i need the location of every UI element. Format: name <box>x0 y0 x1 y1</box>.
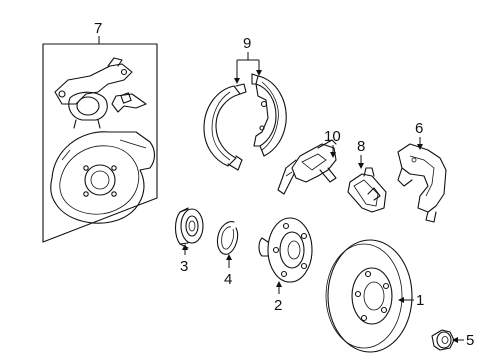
callout-2: 2 <box>274 281 282 314</box>
callout-9-label: 9 <box>243 35 251 52</box>
callout-1: 1 <box>398 292 424 309</box>
callout-5: 5 <box>452 332 474 349</box>
callout-2-label: 2 <box>274 297 282 314</box>
part-4-snap-ring[interactable] <box>216 221 239 255</box>
callout-8: 8 <box>357 138 365 169</box>
callout-7-label: 7 <box>94 20 102 37</box>
callout-1-label: 1 <box>416 292 424 309</box>
callout-8-label: 8 <box>357 138 365 155</box>
callout-4-label: 4 <box>224 271 232 288</box>
part-8-brake-pads[interactable] <box>347 167 387 213</box>
callout-4: 4 <box>224 254 232 288</box>
part-10-pad-hardware[interactable] <box>277 139 337 195</box>
part-7-backing-plate-assembly[interactable] <box>42 43 158 243</box>
callout-3-label: 3 <box>180 258 188 275</box>
callout-9: 9 <box>234 35 262 84</box>
callout-6: 6 <box>415 120 423 150</box>
part-2-wheel-hub[interactable] <box>258 217 313 283</box>
callout-10: 10 <box>324 128 341 158</box>
part-6-caliper-bracket[interactable] <box>397 143 447 223</box>
callout-5-label: 5 <box>466 332 474 349</box>
part-9-brake-shoes[interactable] <box>203 73 287 171</box>
part-1-brake-rotor[interactable] <box>325 239 413 353</box>
callout-3: 3 <box>180 244 188 275</box>
callout-7: 7 <box>94 20 102 44</box>
part-3-wheel-bearing[interactable] <box>174 207 204 249</box>
part-5-lug-nut[interactable] <box>431 329 455 351</box>
callout-6-label: 6 <box>415 120 423 137</box>
callout-10-label: 10 <box>324 128 341 145</box>
